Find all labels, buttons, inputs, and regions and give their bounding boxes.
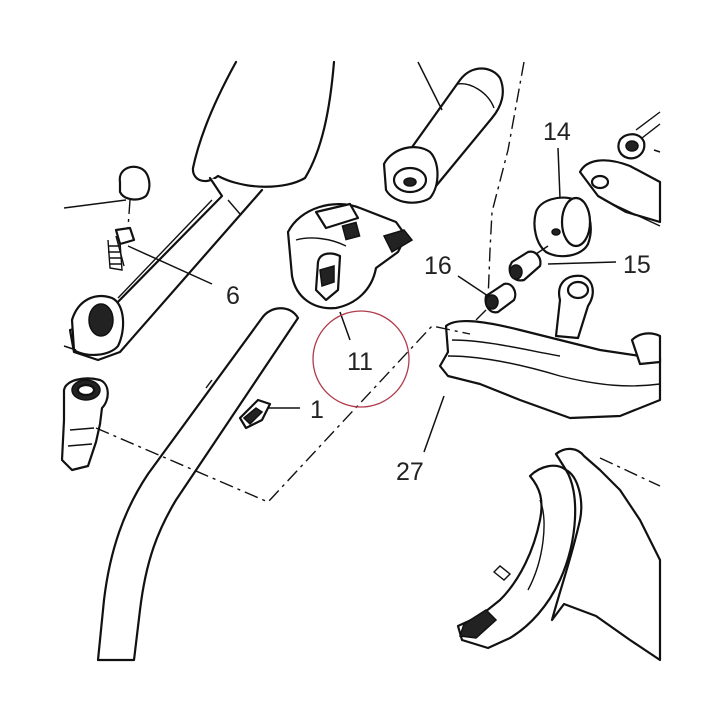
wire-clip: [238, 398, 272, 430]
label-27: 27: [396, 458, 424, 486]
leader-lines: [63, 61, 661, 453]
spacer-16: [475, 282, 517, 321]
switch-housing: [286, 202, 414, 310]
label-14: 14: [543, 118, 571, 146]
dome-cap-nut: [107, 165, 151, 271]
handlebar-tube: [96, 307, 300, 662]
throttle-grip: [382, 67, 504, 204]
lever-pivot-block: [70, 294, 125, 356]
bar-end-weight: [523, 111, 662, 263]
lever-guard: [456, 447, 662, 662]
label-15: 15: [623, 251, 651, 279]
assembly-centerlines: [95, 61, 661, 503]
label-11: 11: [347, 348, 373, 376]
label-1: 1: [310, 396, 324, 424]
highlight-circle: [312, 310, 410, 408]
spacer-15: [508, 250, 542, 282]
brake-lever: [438, 274, 662, 420]
label-6: 6: [226, 282, 240, 310]
lower-left-bracket: [60, 345, 109, 472]
label-16: 16: [424, 252, 452, 280]
